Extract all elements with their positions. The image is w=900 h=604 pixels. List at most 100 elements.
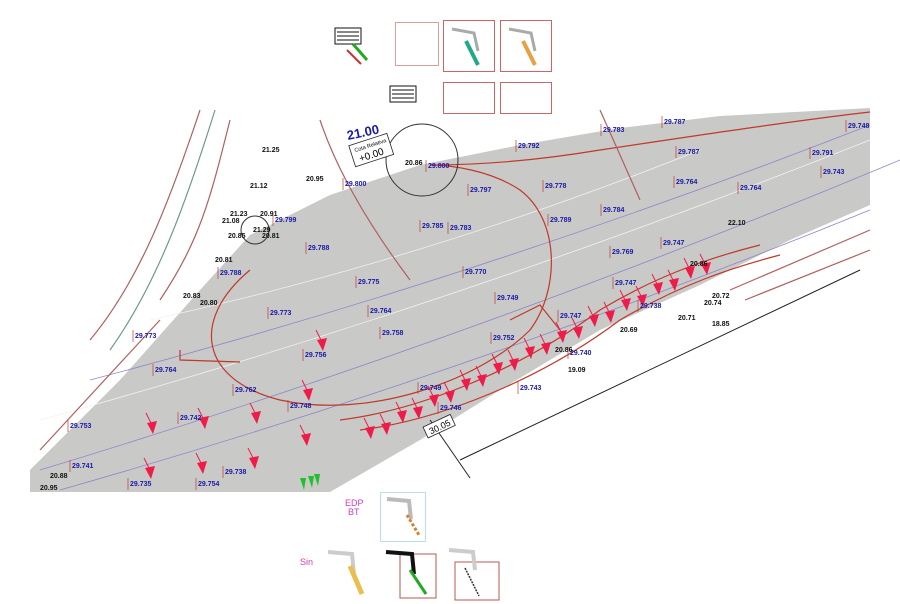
flow-arrow-icon <box>379 413 391 435</box>
spot-elevation: 29.773 <box>270 310 292 317</box>
spot-elevation: 29.792 <box>518 143 540 150</box>
spot-elevation: 29.746 <box>440 405 462 412</box>
label-edp: EDP <box>345 498 364 508</box>
dimension-line <box>459 269 861 461</box>
flow-arrow-icon <box>249 402 261 424</box>
spot-elevation: 29.787 <box>664 119 686 126</box>
spot-elevation: 29.783 <box>450 225 472 232</box>
spot-elevation-existing: 20.83 <box>183 293 201 300</box>
flow-arrow-icon <box>699 253 711 275</box>
spot-elevation: 29.764 <box>370 308 392 315</box>
spot-elevation: 29.748 <box>848 123 870 130</box>
spot-elevation-existing: 20.91 <box>260 211 278 218</box>
thumbnail-plan-light[interactable] <box>395 22 439 66</box>
flow-arrow-icon <box>603 301 615 323</box>
spot-elevation-existing: 21.23 <box>230 211 248 218</box>
spot-elevation-existing: 20.81 <box>215 257 233 264</box>
spot-elevation: 29.754 <box>198 481 220 488</box>
spot-elevation: 29.740 <box>570 350 592 357</box>
flow-arrow-icon <box>395 401 407 423</box>
spot-elevation-existing: 21.08 <box>222 218 240 225</box>
thumbnail-sin[interactable] <box>322 546 372 600</box>
flow-arrow-icon <box>539 333 551 355</box>
spot-elevation: 29.756 <box>305 352 327 359</box>
spot-elevation-existing: 20.74 <box>704 300 722 307</box>
flow-arrow-icon <box>411 397 423 419</box>
spot-elevation: 29.749 <box>497 295 519 302</box>
spot-elevation-existing: 20.71 <box>678 315 696 322</box>
thumbnail-combined[interactable] <box>382 546 440 602</box>
spot-elevation: 29.769 <box>612 249 634 256</box>
thumbnail-plan-orange[interactable] <box>500 20 552 72</box>
contour-line <box>149 149 701 321</box>
flow-arrow-icon <box>427 385 439 407</box>
drainage-arrows <box>143 253 711 479</box>
spot-elevation-existing: 22.10 <box>728 220 746 227</box>
spot-elevation: 29.741 <box>72 463 94 470</box>
thumbnail-detail[interactable] <box>445 546 501 602</box>
flow-arrow-icon <box>197 407 209 429</box>
spot-elevation: 29.748 <box>290 403 312 410</box>
flow-arrow-icon <box>587 305 599 327</box>
spot-elevation: 29.775 <box>358 279 380 286</box>
flow-arrow-icon <box>507 349 519 371</box>
spot-elevation-existing: 20.86 <box>555 347 573 354</box>
spot-elevation-existing: 20.69 <box>620 327 638 334</box>
detail-circle <box>385 123 459 197</box>
spot-elevation-existing: 20.81 <box>262 233 280 240</box>
spot-elevation-existing: 20.88 <box>50 473 68 480</box>
flow-arrow-icon <box>619 289 631 311</box>
spot-elevation: 29.789 <box>550 217 572 224</box>
spot-elevation: 29.764 <box>676 179 698 186</box>
spot-elevation: 29.747 <box>615 280 637 287</box>
spot-elevation: 29.783 <box>603 127 625 134</box>
thumbnail-edp-bt[interactable] <box>380 492 426 542</box>
flow-arrow-icon <box>363 417 375 439</box>
label-sin: Sin <box>300 557 314 567</box>
spot-elevation: 29.753 <box>70 423 92 430</box>
spot-elevation: 29.800 <box>428 163 450 170</box>
flow-arrow-icon <box>667 269 679 291</box>
thumbnail-plan-green[interactable] <box>443 20 495 72</box>
thumbnail-plan-green-2[interactable] <box>443 82 495 114</box>
flow-arrow-icon <box>443 381 455 403</box>
spot-elevation-existing: 20.95 <box>40 485 58 492</box>
spot-elevation: 29.742 <box>180 415 202 422</box>
flow-arrow-icon <box>195 452 207 474</box>
label-bt: BT <box>348 507 360 517</box>
spot-elevation: 29.773 <box>135 333 157 340</box>
flow-arrow-icon <box>143 457 155 479</box>
flow-arrow-icon <box>523 337 535 359</box>
spot-elevation-existing: 20.72 <box>712 293 730 300</box>
flow-arrow-icon <box>145 412 157 434</box>
flow-arrow-icon <box>571 317 583 339</box>
flow-arrow-icon <box>475 365 487 387</box>
spot-elevation-existing: 20.85 <box>228 233 246 240</box>
flow-arrow-icon <box>299 424 311 446</box>
contour-lines <box>39 124 900 491</box>
spot-elevation: 29.752 <box>493 335 515 342</box>
spot-elevation: 29.785 <box>422 223 444 230</box>
spot-elevation: 29.764 <box>155 367 177 374</box>
contour-line <box>39 139 871 421</box>
thumbnail-plan-orange-2[interactable] <box>500 82 552 114</box>
contour-line <box>89 124 871 381</box>
spot-elevation: 29.778 <box>545 183 567 190</box>
spot-elevation: 29.747 <box>663 240 685 247</box>
flow-arrow-icon <box>651 273 663 295</box>
flow-arrow-icon <box>247 447 259 469</box>
spot-elevation-existing: 20.80 <box>200 300 218 307</box>
spot-elevation-existing: 19.09 <box>568 367 586 374</box>
spot-elevation-existing: 20.95 <box>306 176 324 183</box>
thumbnail-plan-black-2[interactable] <box>382 82 432 112</box>
contour-line <box>39 159 900 471</box>
flow-arrow-icon <box>555 321 567 343</box>
thumbnail-plan-black[interactable] <box>327 20 377 66</box>
spot-elevation: 29.749 <box>420 385 442 392</box>
spot-elevation: 29.784 <box>603 207 625 214</box>
spot-elevation: 29.743 <box>520 385 542 392</box>
flow-arrow-icon <box>491 353 503 375</box>
spot-elevation-existing: 21.29 <box>253 227 271 234</box>
flow-arrow-icon <box>301 379 313 401</box>
spot-elevation: 29.738 <box>225 469 247 476</box>
